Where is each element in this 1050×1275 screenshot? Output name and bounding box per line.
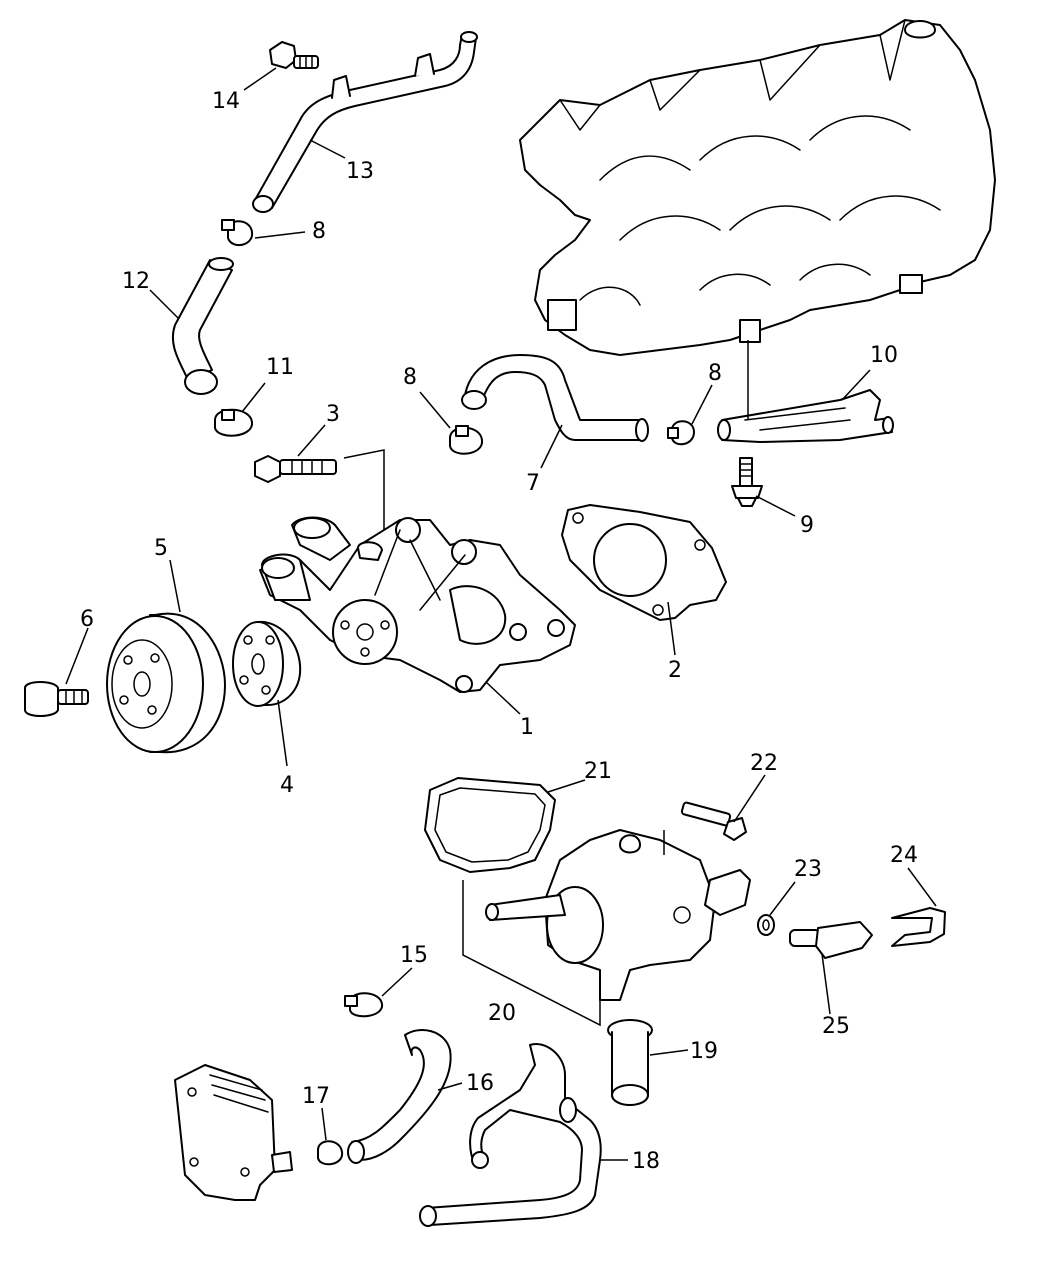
callout-9: 9 <box>800 513 814 538</box>
part-7-pipe <box>461 354 649 442</box>
part-24-clip <box>891 907 946 947</box>
part-23-o-ring <box>757 914 775 936</box>
callout-18: 18 <box>632 1149 660 1174</box>
part-20-thermostat-housing <box>462 829 751 1027</box>
callout-22: 22 <box>750 751 778 776</box>
part-9-bolt <box>731 457 763 507</box>
part-10-bracket <box>717 340 894 443</box>
callout-23: 23 <box>794 857 822 882</box>
callout-8-upper: 8 <box>312 219 326 244</box>
part-17-clamp <box>317 1140 344 1166</box>
part-8-clamp-upper <box>221 219 254 247</box>
part-21-gasket <box>424 777 556 873</box>
intake-manifold <box>519 19 996 356</box>
part-19-tube <box>607 1019 653 1106</box>
callout-24: 24 <box>890 843 918 868</box>
callout-3: 3 <box>326 402 340 427</box>
callout-2: 2 <box>668 658 682 683</box>
callout-20: 20 <box>488 1001 516 1026</box>
part-2-gasket <box>561 504 727 621</box>
leader-lines <box>65 67 937 1161</box>
part-25-sensor <box>789 921 873 959</box>
callout-15: 15 <box>400 943 428 968</box>
callout-5: 5 <box>154 536 168 561</box>
callout-19: 19 <box>690 1039 718 1064</box>
callout-labels: 1 2 3 4 5 6 7 8 8 8 9 10 11 12 13 14 15 … <box>80 89 918 1174</box>
callout-8-middle-left: 8 <box>403 365 417 390</box>
callout-21: 21 <box>584 759 612 784</box>
callout-17: 17 <box>302 1084 330 1109</box>
part-18-pipe <box>419 1043 602 1227</box>
part-6-bolt <box>24 681 89 717</box>
callout-11: 11 <box>266 355 294 380</box>
part-12-hose <box>171 257 234 395</box>
callout-8-middle-right: 8 <box>708 361 722 386</box>
callout-12: 12 <box>122 269 150 294</box>
part-8-clamp-middle-right <box>667 420 695 446</box>
callout-25: 25 <box>822 1014 850 1039</box>
part-14-bolt <box>269 41 319 69</box>
callout-16: 16 <box>466 1071 494 1096</box>
callout-13: 13 <box>346 159 374 184</box>
part-11-clamp <box>214 408 253 437</box>
callout-1: 1 <box>520 715 534 740</box>
part-8-clamp-middle-left <box>449 425 483 455</box>
part-13-pipe <box>252 31 478 213</box>
oil-cooler <box>174 1064 293 1201</box>
part-22-bolt <box>680 801 747 841</box>
callout-14: 14 <box>212 89 240 114</box>
part-5-pulley <box>106 612 226 754</box>
callout-4: 4 <box>280 773 294 798</box>
part-4-hub <box>232 620 302 707</box>
part-3-bolt <box>254 449 404 531</box>
callout-7: 7 <box>526 471 540 496</box>
callout-6: 6 <box>80 607 94 632</box>
callout-10: 10 <box>870 343 898 368</box>
part-16-hose <box>347 1029 452 1164</box>
part-15-clamp <box>344 992 383 1018</box>
part-1-water-pump <box>259 516 576 693</box>
